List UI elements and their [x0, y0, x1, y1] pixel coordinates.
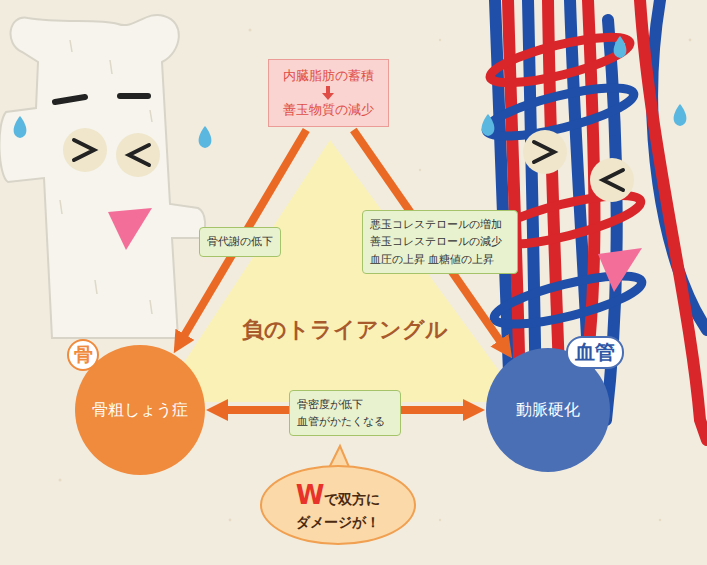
red-tube [640, 0, 707, 440]
sweat-drop [14, 116, 27, 138]
sweat-drop [199, 126, 212, 148]
eye-mark [603, 170, 623, 190]
speech-bubble: Wで双方に ダメージが！ [260, 465, 416, 545]
bubble-text: Wで双方に ダメージが！ [286, 479, 390, 531]
sweat-drop [614, 36, 627, 58]
red-tube [548, 0, 560, 400]
disease-circle: 血管動脈硬化 [486, 348, 610, 472]
mouth [108, 208, 152, 250]
eye [523, 130, 567, 174]
mouth [598, 248, 642, 292]
triangle-title: 負のトライアングル [242, 315, 448, 345]
eye-mark [129, 145, 149, 165]
bone-body [0, 15, 205, 338]
cause-box: 内臓脂肪の蓄積善玉物質の減少 [268, 59, 389, 127]
eye-mark [534, 142, 554, 162]
sweat-drop [674, 104, 687, 126]
sweat-drop [482, 114, 495, 136]
eye [63, 128, 107, 172]
badge-vessel: 血管 [566, 336, 624, 369]
eye [116, 133, 160, 177]
triangle-arrow [182, 130, 306, 339]
disease-circle: 骨骨粗しょう症 [75, 345, 205, 475]
circle-text: 骨粗しょう症 [92, 400, 188, 421]
edge-label: 悪玉コレステロールの増加 善玉コレステロールの減少 血圧の上昇 血糖値の上昇 [362, 210, 518, 273]
blue-tube [528, 0, 536, 400]
circle-text: 動脈硬化 [516, 400, 580, 421]
tube-coil [482, 78, 637, 146]
down-arrow [322, 86, 334, 100]
edge-label: 骨代謝の低下 [199, 227, 281, 256]
edge-label: 骨密度が低下 血管がかたくなる [289, 390, 401, 436]
bone-character [0, 15, 211, 338]
eye [590, 158, 634, 202]
bone-texture [60, 40, 152, 314]
down-arrow [322, 86, 334, 100]
top-text: 内臓脂肪の蓄積 [283, 67, 374, 85]
tube-coil [487, 28, 634, 92]
eyebrow [120, 93, 148, 99]
triangle-ground [158, 140, 522, 402]
eyebrow [55, 97, 85, 102]
badge-bone: 骨 [67, 339, 99, 371]
eye-mark [74, 140, 94, 160]
top-text: 善玉物質の減少 [283, 101, 374, 119]
